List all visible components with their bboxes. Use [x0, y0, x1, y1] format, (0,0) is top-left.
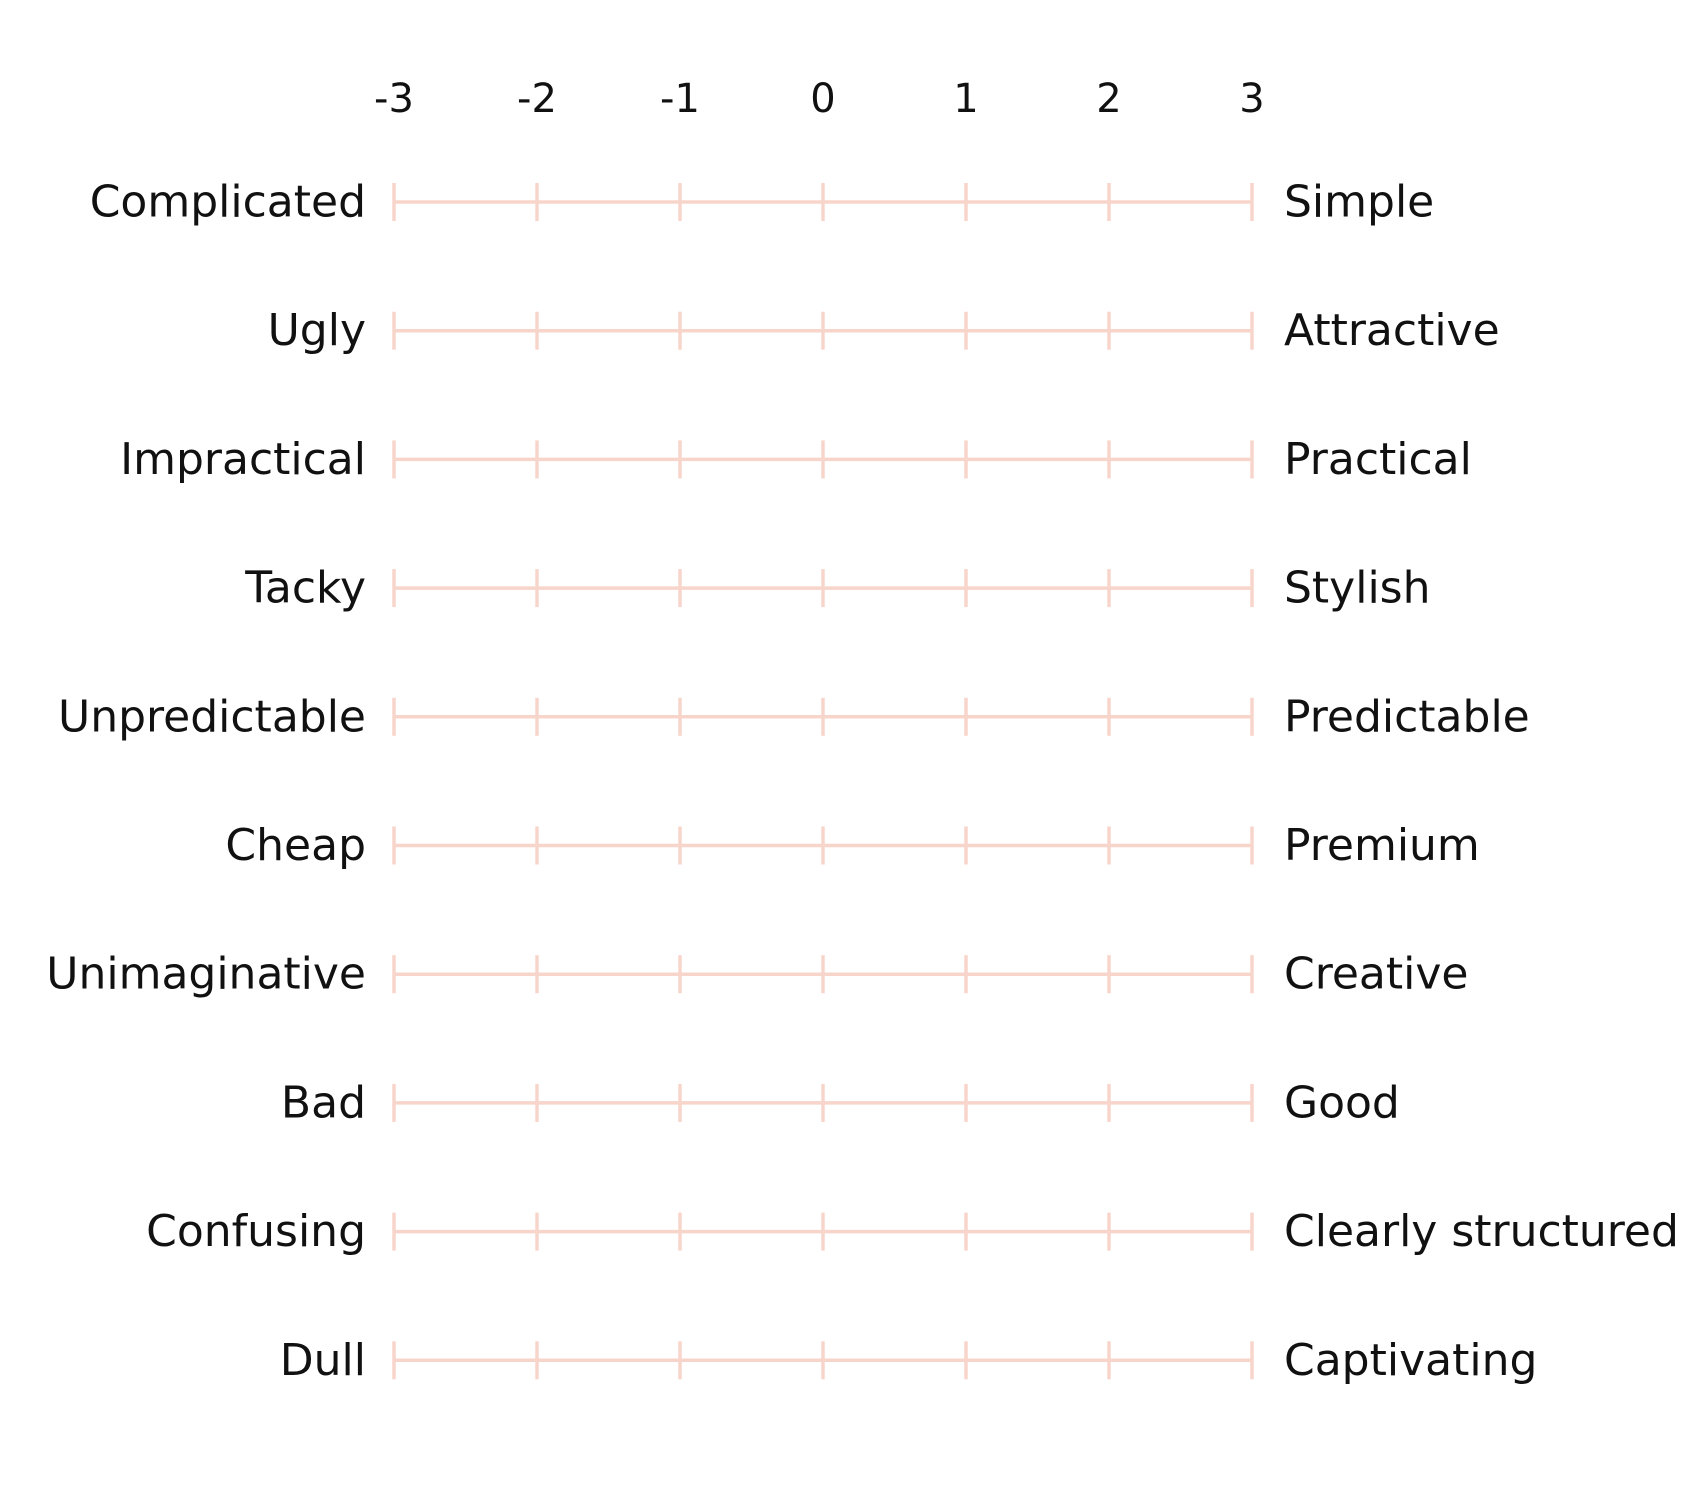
scale-row: Unpredictable Predictable [58, 691, 1530, 742]
right-pole-label: Captivating [1284, 1335, 1537, 1386]
scale-point-label: -3 [374, 76, 414, 122]
scale-row: Impractical Practical [120, 434, 1472, 485]
left-pole-label: Ugly [268, 305, 366, 356]
left-pole-label: Dull [280, 1335, 366, 1386]
scale-row: Tacky Stylish [244, 563, 1430, 614]
left-pole-label: Confusing [146, 1206, 366, 1257]
scale-point-label: 1 [953, 76, 978, 122]
right-pole-label: Attractive [1284, 305, 1500, 356]
left-pole-label: Unpredictable [58, 691, 366, 742]
scale-row: Confusing Clearly structured [146, 1206, 1679, 1257]
scale-point-label: -1 [660, 76, 700, 122]
left-pole-label: Bad [281, 1077, 366, 1128]
left-pole-label: Cheap [225, 820, 366, 871]
right-pole-label: Practical [1284, 434, 1472, 485]
left-pole-label: Complicated [90, 177, 366, 228]
left-pole-label: Tacky [244, 563, 366, 614]
scale-point-label: -2 [517, 76, 557, 122]
right-pole-label: Creative [1284, 949, 1468, 1000]
scale-row: Ugly Attractive [268, 305, 1500, 356]
scale-row: Dull Captivating [280, 1335, 1538, 1386]
scale-row: Bad Good [281, 1077, 1400, 1128]
right-pole-label: Predictable [1284, 691, 1530, 742]
left-pole-label: Unimaginative [46, 949, 366, 1000]
scale-row: Complicated Simple [90, 177, 1435, 228]
scale-row: Unimaginative Creative [46, 949, 1468, 1000]
scale-point-label: 2 [1096, 76, 1121, 122]
scale-row: Cheap Premium [225, 820, 1479, 871]
right-pole-label: Stylish [1284, 563, 1430, 614]
right-pole-label: Good [1284, 1077, 1400, 1128]
right-pole-label: Clearly structured [1284, 1206, 1679, 1257]
right-pole-label: Premium [1284, 820, 1480, 871]
left-pole-label: Impractical [120, 434, 366, 485]
right-pole-label: Simple [1284, 177, 1434, 228]
scale-point-label: 3 [1239, 76, 1264, 122]
scale-point-label: 0 [810, 76, 835, 122]
scale-point-header: -3 -2 -1 0 1 2 3 [374, 76, 1265, 122]
